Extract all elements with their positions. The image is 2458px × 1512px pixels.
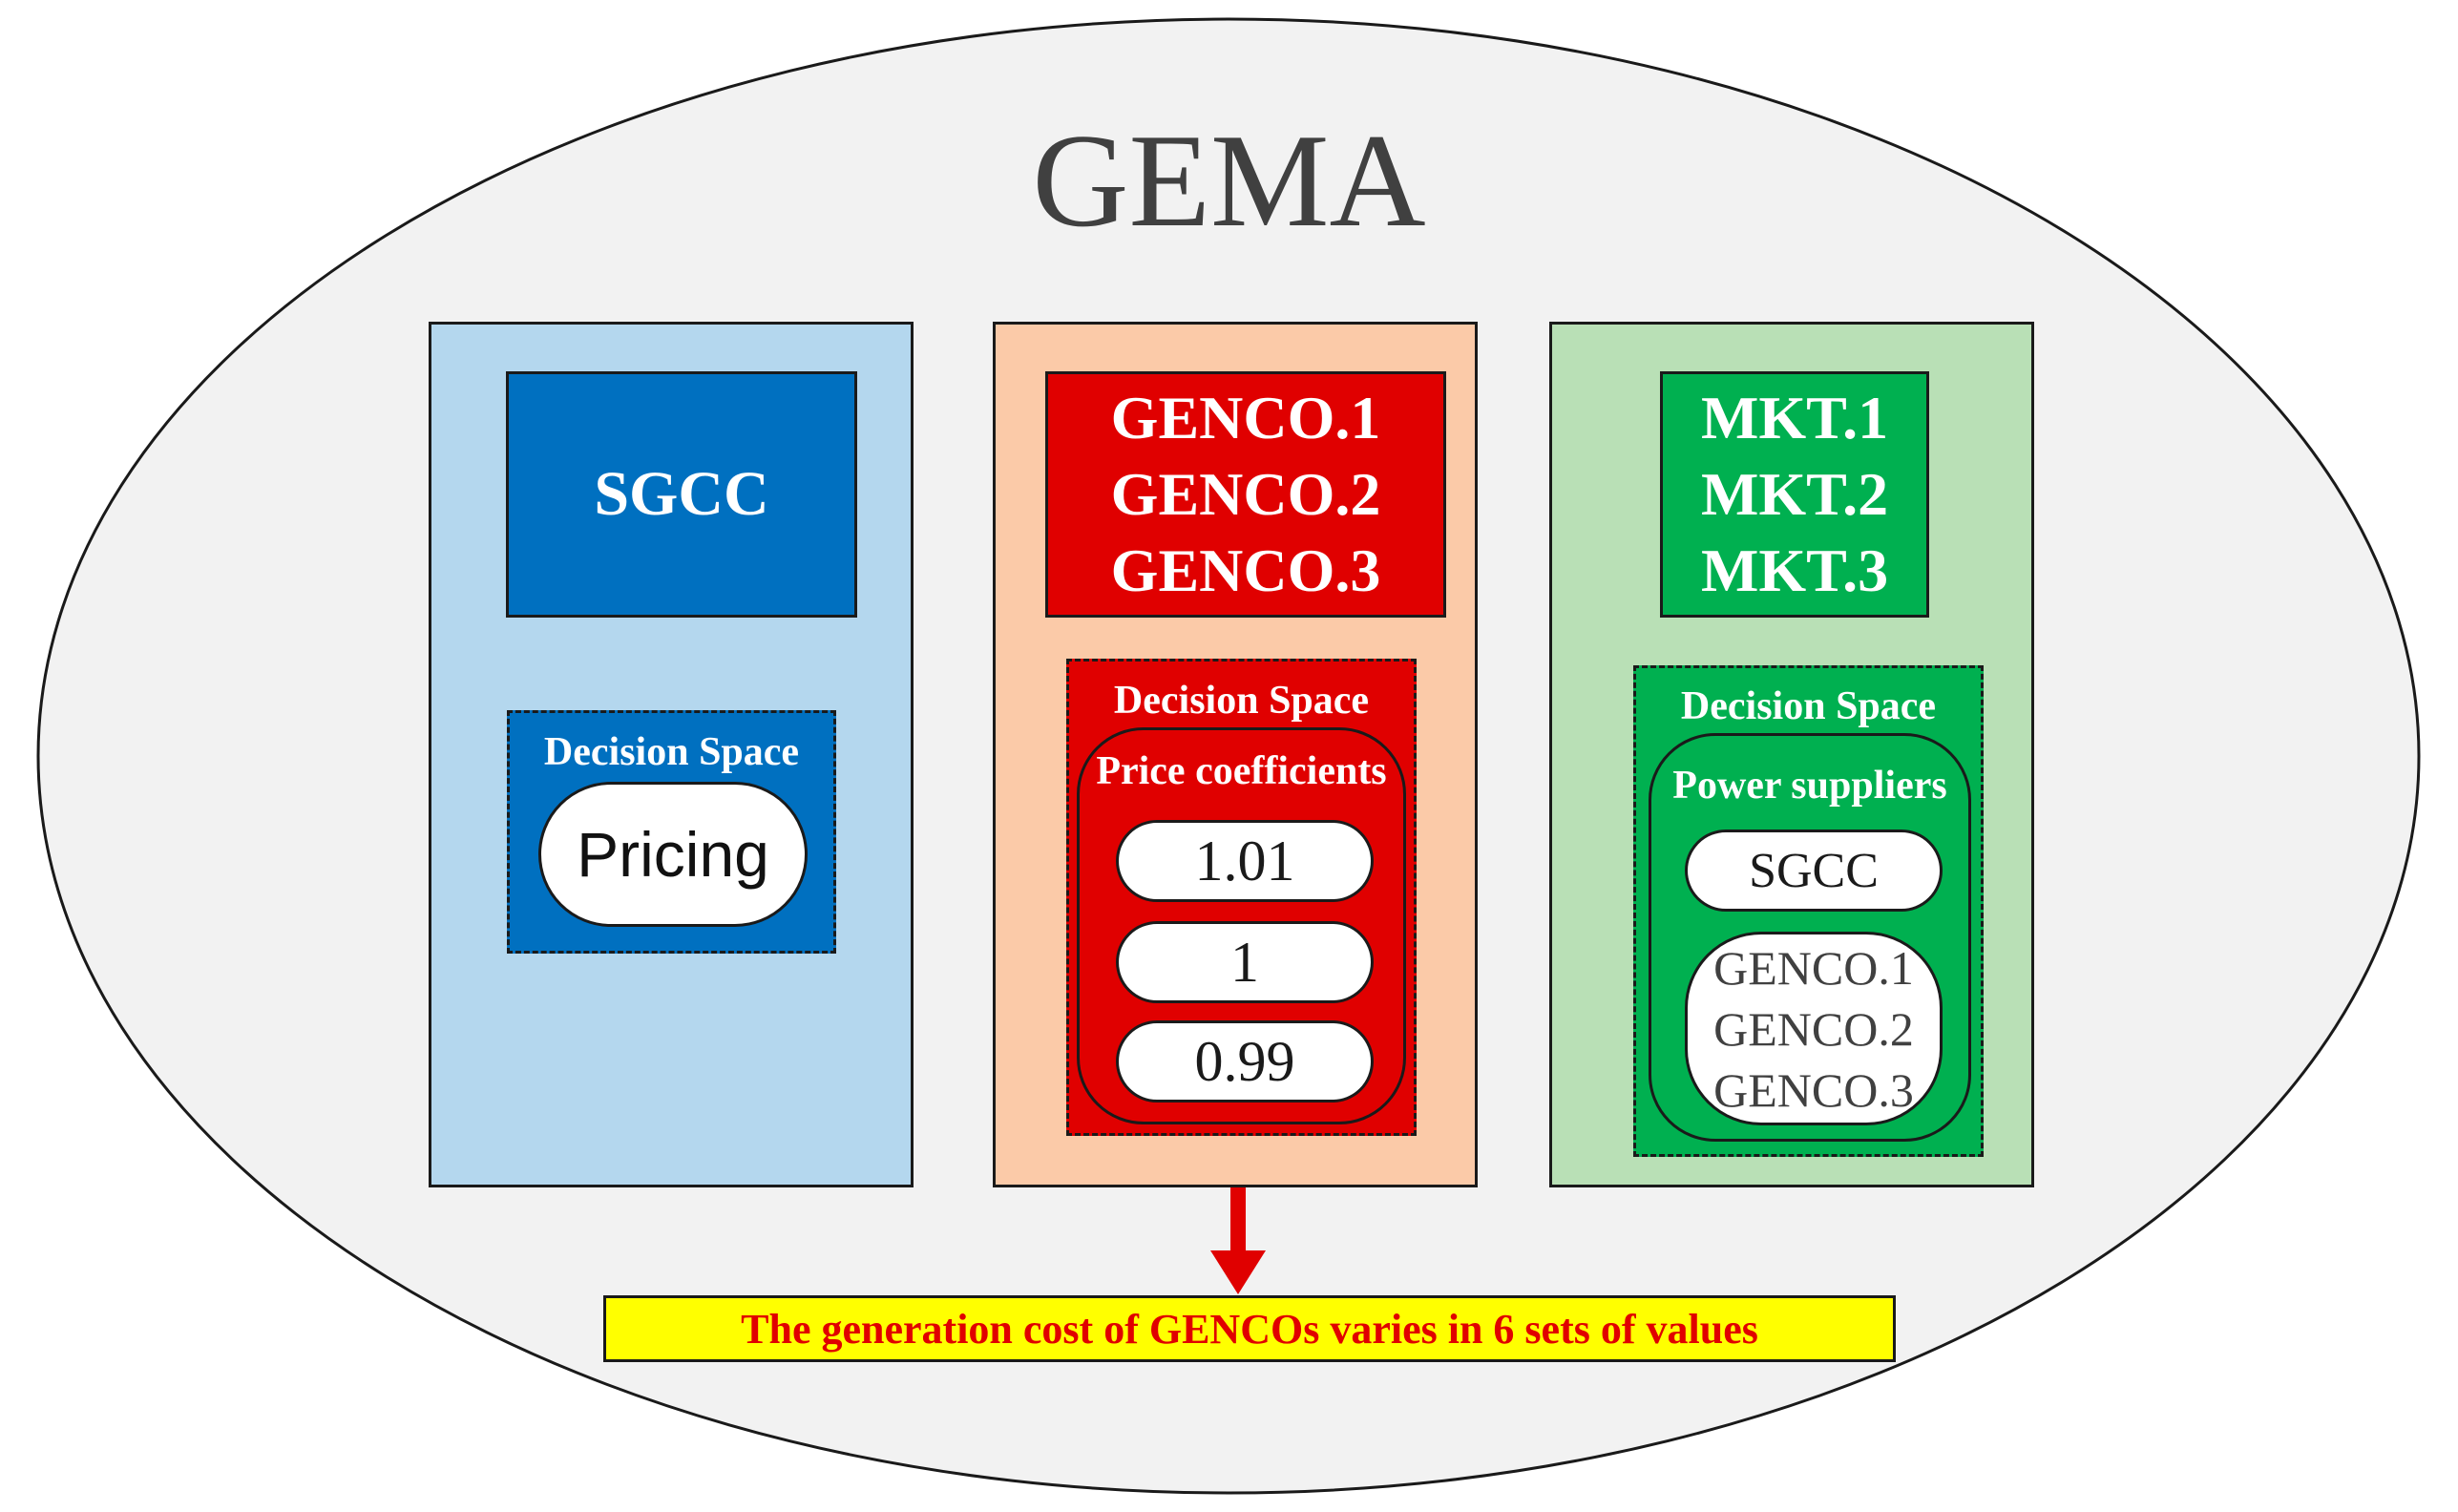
- genco-actor-2: GENCO.2: [1110, 460, 1381, 528]
- genco-actor-box: GENCO.1 GENCO.2 GENCO.3: [1045, 371, 1446, 618]
- mkt-actor-2: MKT.2: [1700, 460, 1889, 528]
- supplier-option-gencos: GENCO.1 GENCO.2 GENCO.3: [1685, 932, 1943, 1125]
- diagram-title: GEMA: [1032, 107, 1426, 255]
- sgcc-actor-label: SGCC: [594, 459, 769, 529]
- sgcc-decision-space-label: Decision Space: [543, 730, 800, 774]
- down-arrow-icon: [1210, 1181, 1266, 1294]
- genco-actor-3: GENCO.3: [1110, 536, 1381, 604]
- mkt-decision-space: Decision Space Power suppliers SGCC GENC…: [1633, 665, 1984, 1157]
- price-coefficient-option: 0.99: [1116, 1020, 1374, 1102]
- power-suppliers-label: Power suppliers: [1672, 764, 1947, 808]
- generation-cost-note: The generation cost of GENCOs varies in …: [603, 1295, 1896, 1362]
- supplier-sgcc-label: SGCC: [1749, 843, 1879, 898]
- supplier-genco-3: GENCO.3: [1713, 1062, 1914, 1117]
- sgcc-actor-box: SGCC: [506, 371, 857, 618]
- supplier-option-sgcc: SGCC: [1685, 830, 1943, 912]
- price-coefficient-2: 1: [1230, 930, 1259, 994]
- mkt-decision-space-label: Decision Space: [1680, 684, 1937, 728]
- generation-cost-note-text: The generation cost of GENCOs varies in …: [741, 1305, 1758, 1353]
- sgcc-decision-space: Decision Space Pricing: [507, 710, 836, 954]
- genco-decision-space: Decision Space Price coefficients 1.01 1…: [1066, 659, 1417, 1136]
- supplier-genco-2: GENCO.2: [1713, 1001, 1914, 1056]
- genco-decision-space-label: Decision Space: [1113, 679, 1370, 723]
- price-coefficient-3: 0.99: [1194, 1029, 1295, 1093]
- price-coefficient-option: 1: [1116, 921, 1374, 1003]
- pricing-option-label: Pricing: [577, 819, 769, 890]
- power-suppliers-group: Power suppliers SGCC GENCO.1 GENCO.2 GEN…: [1649, 733, 1971, 1142]
- price-coefficient-option: 1.01: [1116, 820, 1374, 902]
- mkt-actor-1: MKT.1: [1700, 384, 1889, 452]
- mkt-actor-3: MKT.3: [1700, 536, 1889, 604]
- genco-actor-1: GENCO.1: [1110, 384, 1381, 452]
- mkt-actor-box: MKT.1 MKT.2 MKT.3: [1660, 371, 1929, 618]
- price-coefficients-group: Price coefficients 1.01 1 0.99: [1077, 727, 1406, 1124]
- price-coefficient-1: 1.01: [1194, 829, 1295, 892]
- pricing-option: Pricing: [538, 782, 808, 927]
- supplier-genco-1: GENCO.1: [1713, 940, 1914, 995]
- price-coefficients-label: Price coefficients: [1096, 749, 1387, 793]
